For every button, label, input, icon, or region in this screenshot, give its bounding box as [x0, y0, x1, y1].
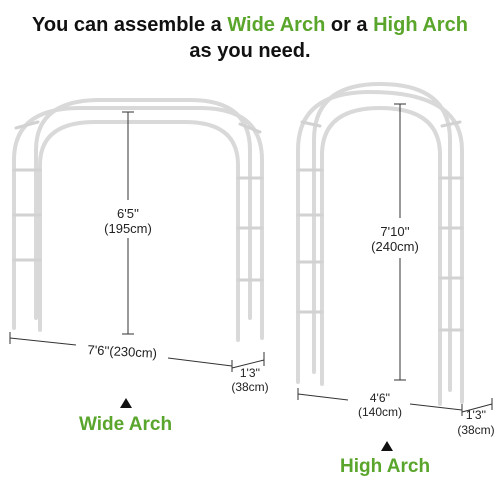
- headline-text-2: or a: [325, 14, 374, 36]
- wide-arch-illustration: [12, 98, 264, 342]
- high-arch-back-frame: [312, 81, 452, 392]
- wide-arch-rung: [238, 122, 262, 134]
- high-arch-width-dimension: 4'6'' (140cm): [297, 388, 463, 419]
- wide-width-line: [167, 357, 233, 367]
- high-width-line: [409, 403, 463, 411]
- headline: You can assemble a Wide Arch or a High A…: [0, 12, 500, 64]
- wide-arch-height-dimension: 6'5'' (195cm): [104, 111, 152, 335]
- high-width-line: [297, 393, 349, 401]
- wide-height-ft: 6'5'': [117, 206, 139, 221]
- high-width-ft: 4'6'': [370, 391, 390, 405]
- triangle-up-icon: [381, 441, 393, 451]
- wide-arch-depth-dimension: 1'3'' (38cm): [231, 352, 269, 394]
- wide-depth-ft: 1'3'': [240, 366, 260, 380]
- wide-arch-back-frame: [34, 98, 252, 320]
- high-depth-cm: (38cm): [457, 423, 494, 437]
- wide-arch-rung: [14, 120, 40, 130]
- high-arch-illustration: [296, 81, 464, 406]
- headline-high-arch: High Arch: [373, 14, 468, 36]
- high-height-ft: 7'10'': [380, 224, 409, 239]
- wide-arch-front-inner: [38, 120, 240, 342]
- high-arch-rung: [440, 120, 462, 128]
- headline-line-2: as you need.: [189, 40, 311, 62]
- high-depth-line: [461, 403, 493, 413]
- high-arch-front-inner: [320, 105, 442, 406]
- wide-depth-line: [231, 359, 265, 369]
- high-arch-height-dimension: 7'10'' (240cm): [371, 103, 419, 381]
- headline-line-1: You can assemble a Wide Arch or a High A…: [0, 12, 500, 38]
- headline-text-1: You can assemble a: [32, 14, 228, 36]
- wide-arch-name: Wide Arch: [79, 414, 173, 435]
- wide-depth-cm: (38cm): [231, 380, 268, 394]
- high-arch-name: High Arch: [340, 456, 431, 477]
- high-depth-ft: 1'3'': [466, 408, 486, 422]
- high-arch-rung: [300, 120, 322, 128]
- high-arch-depth-dimension: 1'3'' (38cm): [457, 398, 495, 437]
- high-arch-front-frame: [296, 89, 464, 404]
- headline-wide-arch: Wide Arch: [227, 14, 326, 36]
- wide-width-line: [9, 337, 77, 346]
- wide-height-cm: (195cm): [104, 221, 152, 236]
- high-width-cm: (140cm): [358, 405, 402, 419]
- high-height-cm: (240cm): [371, 239, 419, 254]
- wide-width-label: 7'6''(230cm): [87, 342, 157, 361]
- wide-arch-width-dimension: 7'6''(230cm): [9, 332, 233, 372]
- wide-arch-front-frame: [12, 106, 264, 340]
- triangle-up-icon: [120, 398, 132, 408]
